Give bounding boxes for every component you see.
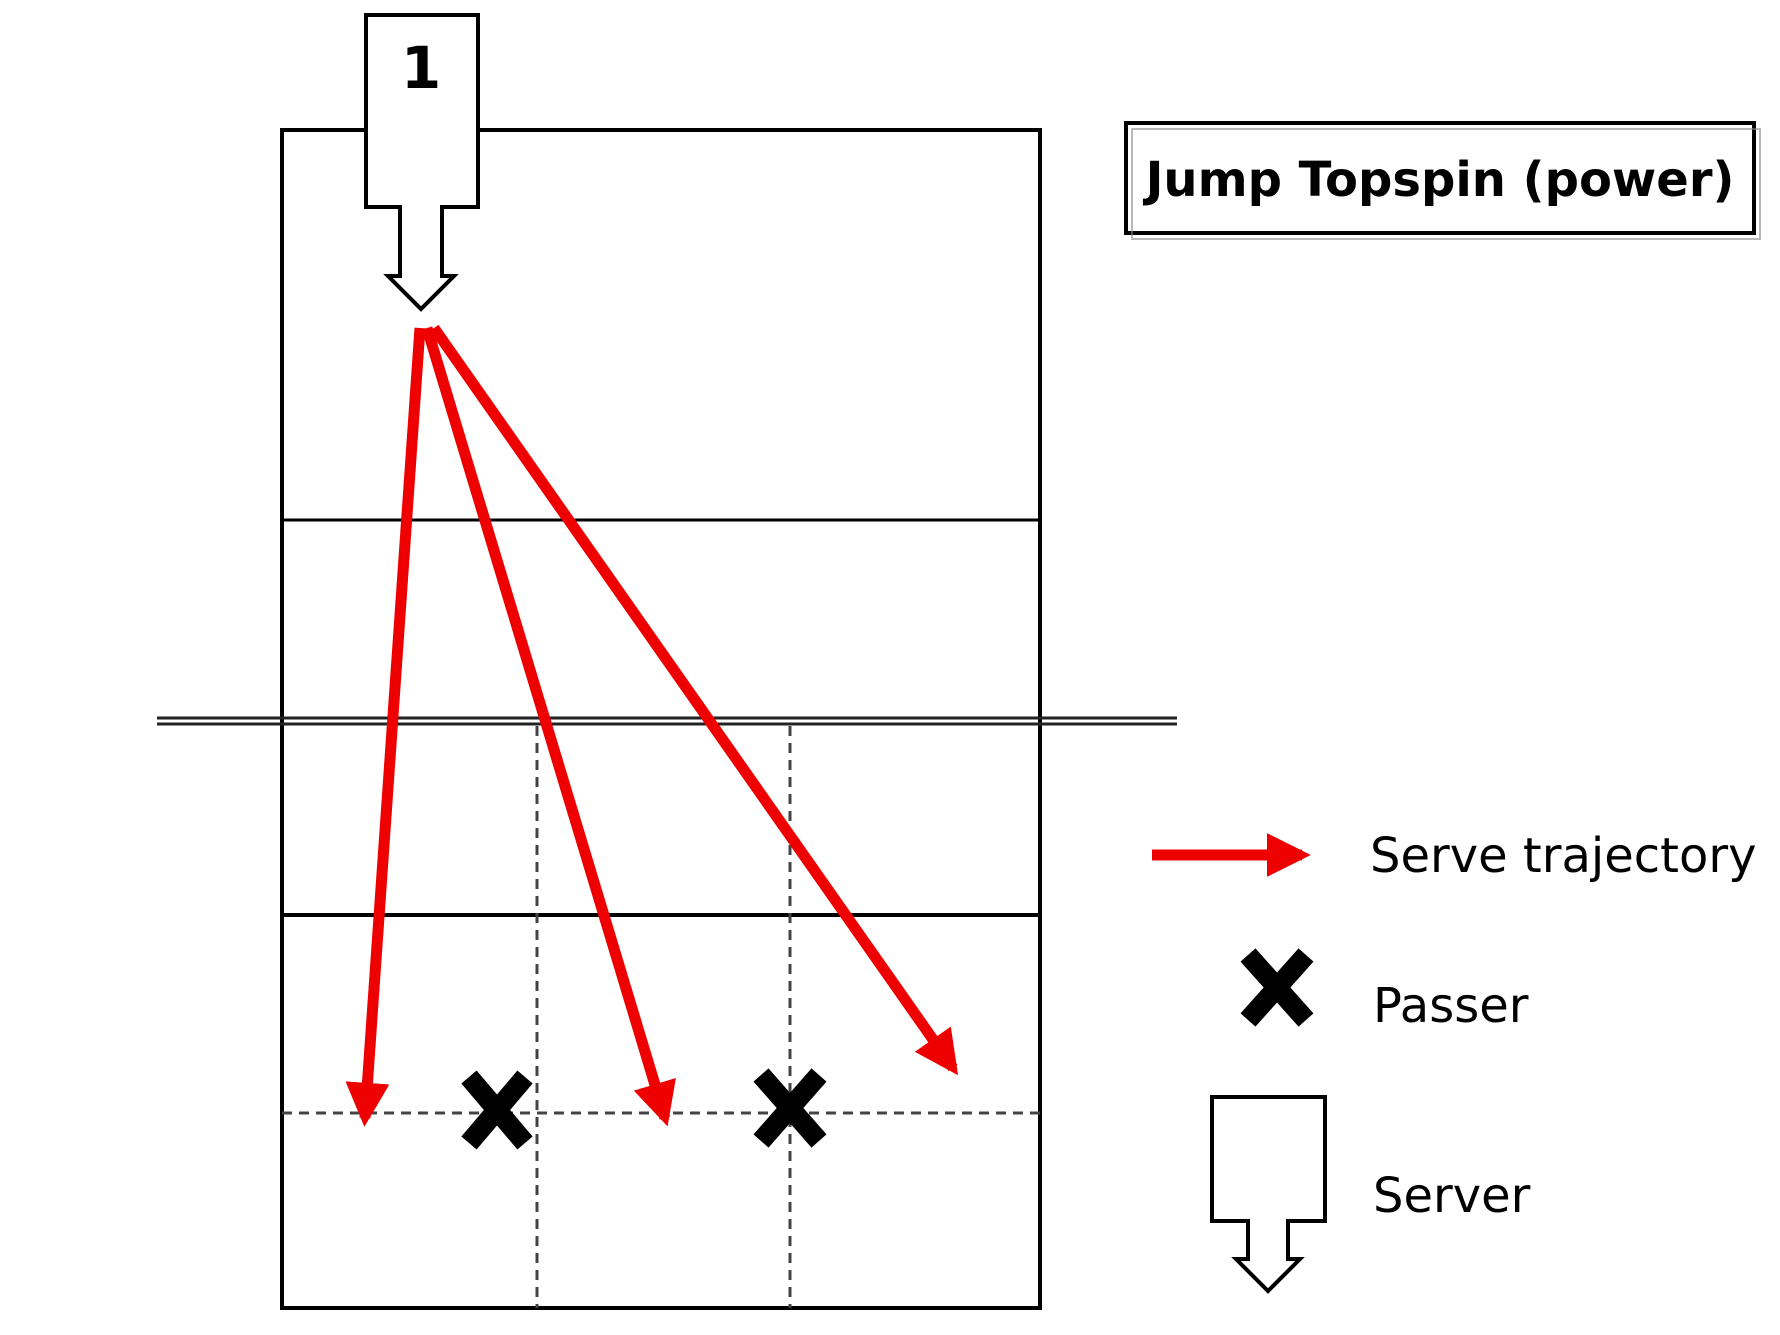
passer-x-icon	[753, 1068, 827, 1148]
trajectory-right	[429, 324, 959, 1076]
trajectory-left	[345, 327, 426, 1127]
server-number: 1	[401, 34, 441, 102]
net	[157, 716, 1177, 726]
diagram-title: Jump Topspin (power)	[1143, 152, 1735, 208]
legend: Serve trajectory Passer Server	[1152, 828, 1756, 1294]
passer-x-icon	[461, 1070, 533, 1150]
legend-passer-x-icon	[1240, 948, 1314, 1027]
volleyball-court	[157, 128, 1177, 1310]
legend-server-arrow-icon	[1210, 1095, 1327, 1294]
trajectory-middle	[421, 326, 676, 1127]
server-marker: 1	[364, 13, 480, 312]
title-box: Jump Topspin (power)	[1124, 121, 1761, 240]
server-down-arrow-icon	[364, 13, 480, 312]
legend-server-label: Server	[1373, 1168, 1531, 1224]
legend-passer-label: Passer	[1373, 978, 1529, 1034]
passers	[461, 1068, 827, 1150]
legend-trajectory-label: Serve trajectory	[1370, 828, 1756, 884]
zone-dashed-lines	[282, 726, 1040, 1308]
serve-trajectories	[345, 324, 959, 1127]
